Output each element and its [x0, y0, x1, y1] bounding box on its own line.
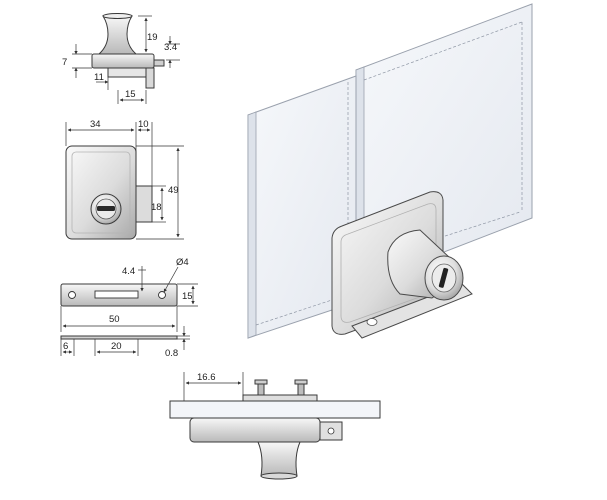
- plate-slot: [94, 290, 139, 299]
- plate-hole-right: [158, 291, 166, 299]
- lock-keyhole-icon: [438, 267, 449, 288]
- front-view-cylinder-side: [135, 185, 153, 223]
- dim-plate-hole: Ø4: [176, 257, 189, 268]
- front-view: 34 10 49 18: [65, 119, 184, 240]
- dim-plate-edge: 6: [63, 341, 68, 352]
- glass-door-illustration: [247, 3, 533, 339]
- dim-plate-height: 15: [182, 291, 193, 302]
- dim-top-body: 7: [62, 57, 67, 68]
- dim-plate-slot-length: 20: [111, 341, 122, 352]
- top-view-knob: [97, 13, 138, 55]
- dim-top-pin: 3.4: [164, 42, 177, 53]
- plate-side-profile: [60, 335, 178, 340]
- keyhole-icon: [97, 206, 115, 211]
- dim-plate-thickness: 0.8: [165, 348, 178, 359]
- dim-front-cylinder-width: 10: [138, 119, 149, 130]
- dim-plate-length: 50: [109, 314, 120, 325]
- dim-top-offset: 11: [94, 72, 104, 83]
- bottom-view-lock-body: [189, 417, 321, 443]
- bottom-view-knob: [257, 441, 301, 477]
- dim-plate-slot-height: 4.4: [122, 266, 135, 277]
- bottom-view-glass: [169, 400, 381, 419]
- dim-top-height: 19: [147, 32, 158, 43]
- bottom-view-screw-left: [254, 379, 268, 396]
- dim-front-cylinder-height: 18: [151, 202, 162, 213]
- bottom-view-clamp-plate: [242, 394, 318, 402]
- top-view-body: [91, 53, 155, 69]
- top-view: 19 3.4 7 11 15: [62, 13, 180, 104]
- top-view-bracket: [145, 67, 155, 89]
- plate-hole-left: [68, 291, 76, 299]
- glass-lock-3d: [331, 191, 473, 339]
- dim-front-body-width: 34: [90, 119, 101, 130]
- dim-top-width: 15: [125, 89, 136, 100]
- bottom-view: 16.6: [169, 372, 381, 480]
- bottom-view-screw-right: [294, 379, 308, 396]
- front-view-body: [65, 145, 137, 240]
- dim-front-height: 49: [168, 185, 179, 196]
- dim-bottom-overhang: 16.6: [197, 372, 216, 383]
- plate-view: 4.4 Ø4 15 50 6 20 0.8: [60, 257, 198, 359]
- top-view-pin: [153, 59, 165, 67]
